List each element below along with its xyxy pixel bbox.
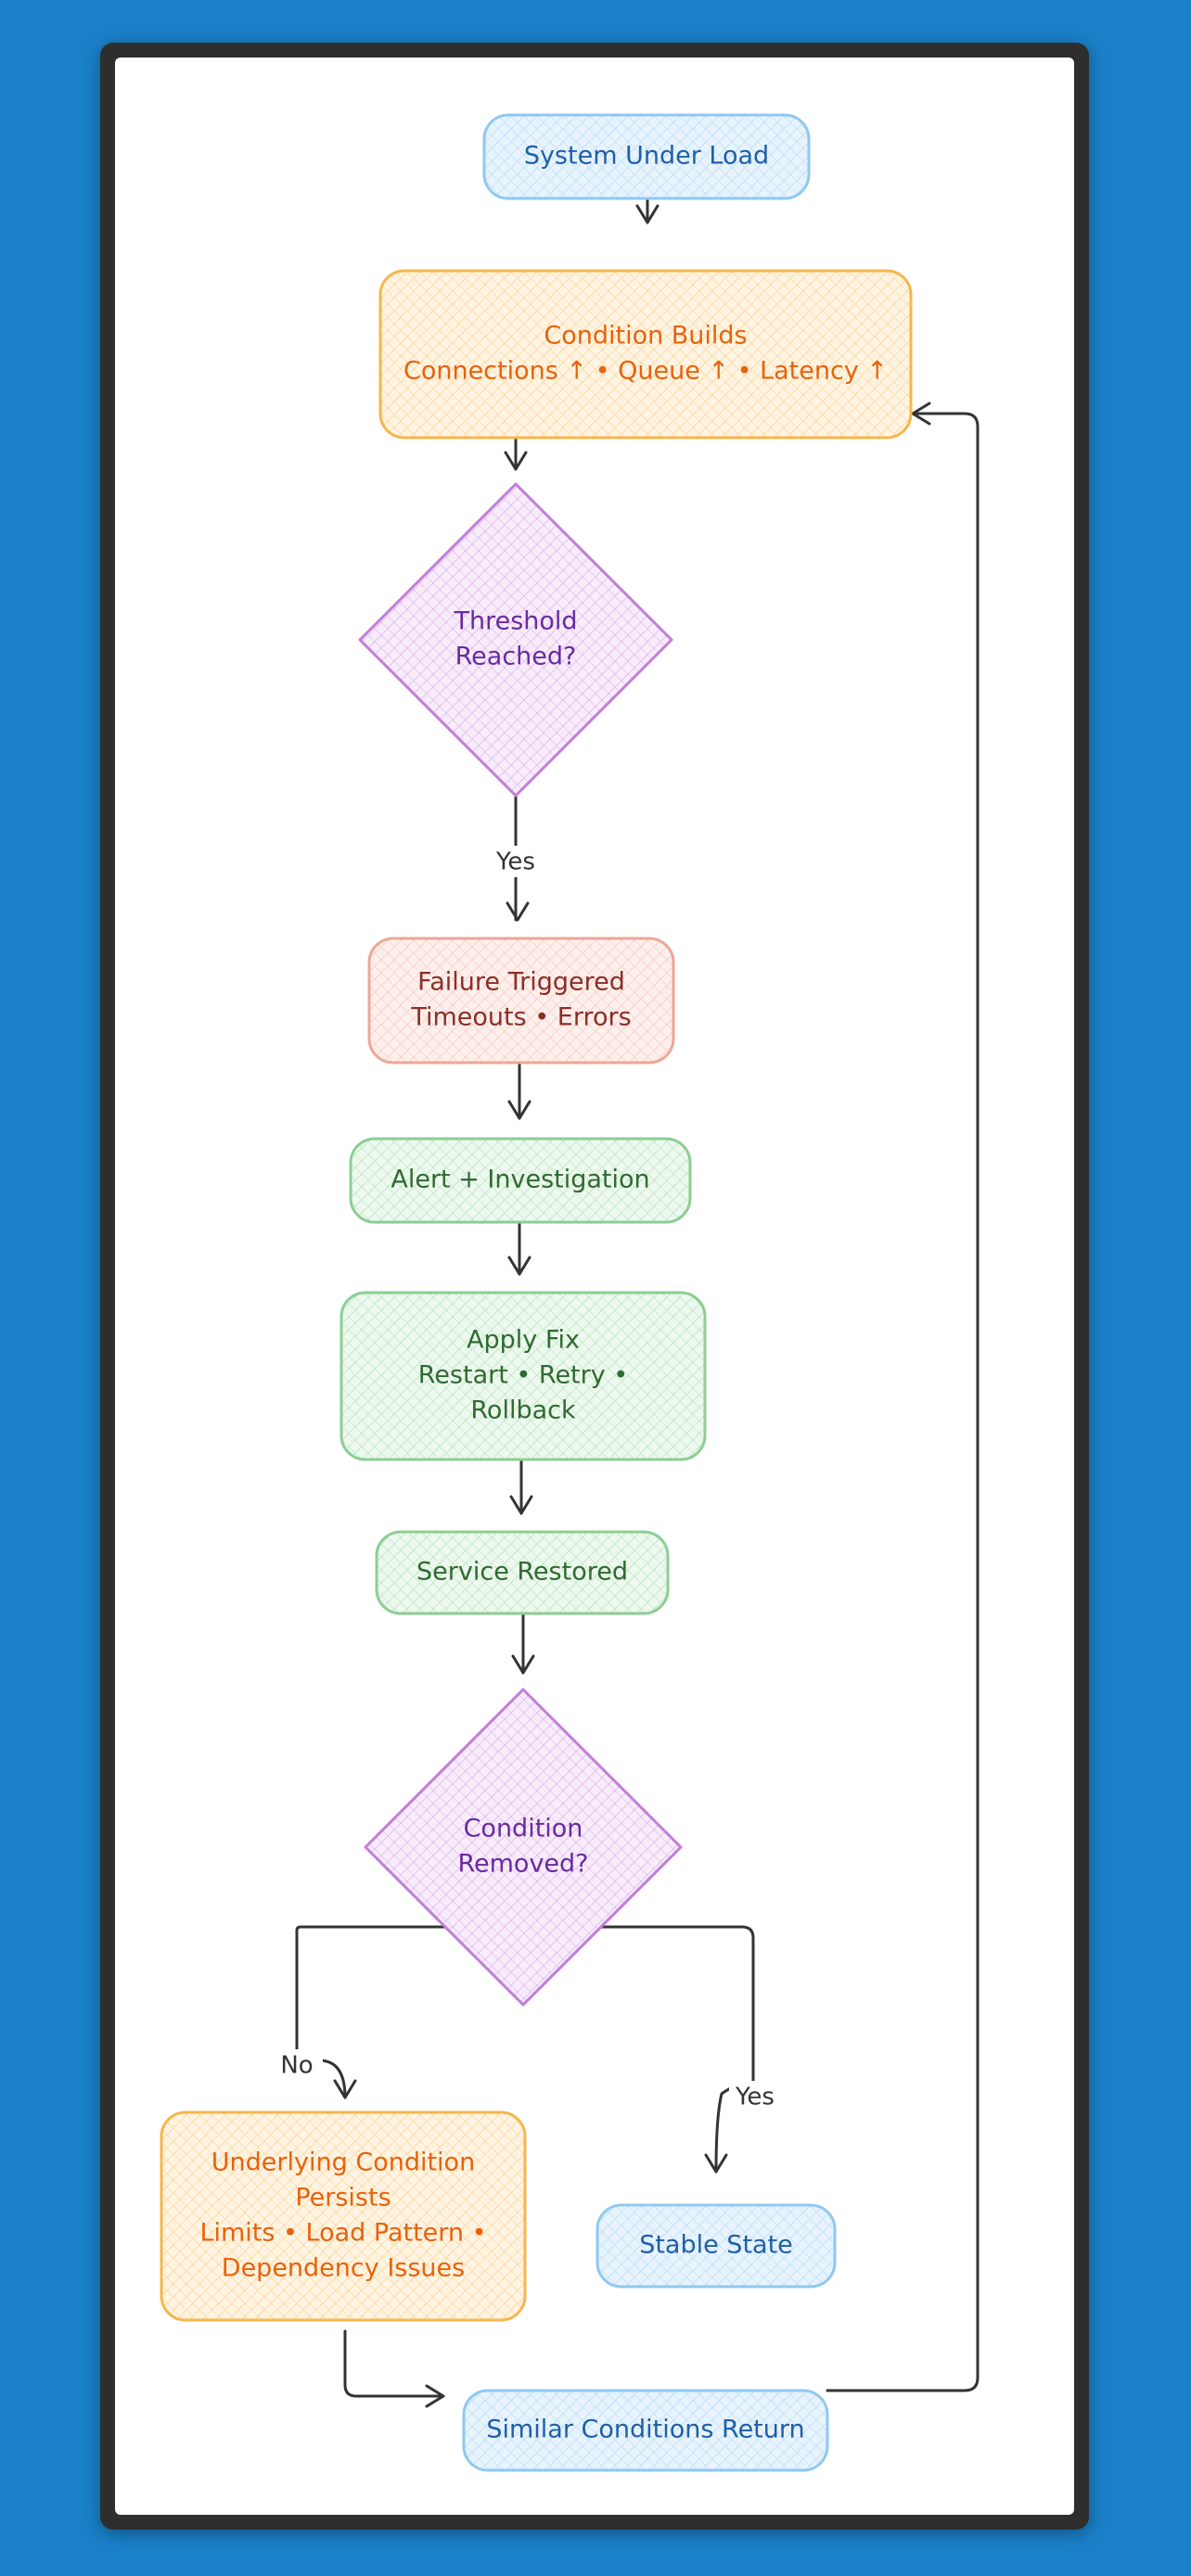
edge-label-bg	[490, 846, 542, 877]
decision-shape	[358, 482, 673, 797]
node-label: Condition Builds	[544, 322, 747, 351]
edge-label: No	[280, 2052, 313, 2080]
edge-label: Yes	[495, 848, 535, 876]
node-system-under-load: System Under Load	[482, 113, 811, 200]
process-shape	[339, 1291, 707, 1461]
node-stable-state: Stable State	[596, 2203, 837, 2289]
node-label: Apply Fix	[467, 1326, 580, 1355]
node-label: Connections ↑ • Queue ↑ • Latency ↑	[403, 357, 888, 386]
arrow-head	[511, 1654, 535, 1675]
edge-label-bg	[271, 2049, 323, 2081]
node-label: Service Restored	[416, 1558, 628, 1587]
process-shape	[160, 2111, 527, 2322]
node-label: Similar Conditions Return	[486, 2416, 804, 2444]
arrow-head	[333, 2079, 357, 2099]
edge-similar-conditions-return-to-condition-builds	[826, 402, 980, 2392]
process-shape	[482, 113, 811, 200]
process-shape	[596, 2203, 837, 2289]
arrow-head	[425, 2384, 445, 2408]
edge-condition-removed-to-underlying-condition-persists: No	[271, 1925, 447, 2099]
process-shape	[367, 937, 675, 1065]
node-label: Failure Triggered	[417, 968, 625, 997]
node-service-restored: Service Restored	[375, 1530, 670, 1615]
arrow-head	[911, 402, 931, 426]
process-shape	[378, 269, 913, 440]
node-alert-investigation: Alert + Investigation	[349, 1137, 692, 1224]
edge-label-bg	[729, 2081, 781, 2112]
arrow-head	[704, 2153, 728, 2174]
node-label: Limits • Load Pattern •	[199, 2219, 486, 2248]
node-label: Underlying Condition	[211, 2149, 475, 2177]
edge-service-restored-to-condition-removed	[511, 1612, 535, 1675]
edge-failure-triggered-to-alert-investigation	[507, 1061, 531, 1120]
process-shape	[462, 2389, 829, 2472]
edge-condition-removed-to-stable-state: Yes	[599, 1925, 781, 2174]
process-shape	[375, 1530, 670, 1615]
arrow-head	[635, 204, 660, 224]
edge-line	[599, 1925, 755, 2174]
node-label: Restart • Retry •	[418, 1361, 628, 1390]
node-label: Persists	[295, 2184, 391, 2213]
node-label: Reached?	[455, 643, 577, 671]
node-similar-conditions-return: Similar Conditions Return	[462, 2389, 829, 2472]
arrow-head	[507, 1256, 531, 1276]
node-label: Rollback	[470, 1396, 576, 1425]
edge-threshold-reached-to-failure-triggered: Yes	[490, 794, 542, 922]
arrow-head	[506, 901, 530, 922]
node-label: Threshold	[453, 607, 577, 636]
arrow-head	[504, 451, 528, 471]
edge-label: Yes	[735, 2084, 775, 2111]
edge-underlying-condition-persists-to-similar-conditions-return	[343, 2329, 445, 2408]
edge-apply-fix-to-service-restored	[509, 1458, 533, 1515]
edge-line	[343, 2329, 445, 2398]
node-label: Stable State	[639, 2231, 793, 2260]
node-label: Alert + Investigation	[391, 1166, 649, 1194]
edge-alert-investigation-to-apply-fix	[507, 1220, 531, 1276]
node-label: Condition	[464, 1815, 583, 1843]
decision-shape	[364, 1688, 683, 2007]
arrow-head	[507, 1100, 531, 1120]
node-label: Dependency Issues	[222, 2254, 465, 2283]
edge-line	[826, 412, 980, 2392]
arrow-head	[509, 1495, 533, 1515]
node-label: Removed?	[457, 1850, 588, 1879]
node-label: Timeouts • Errors	[410, 1003, 631, 1032]
node-label: System Under Load	[524, 142, 769, 171]
process-shape	[349, 1137, 692, 1224]
